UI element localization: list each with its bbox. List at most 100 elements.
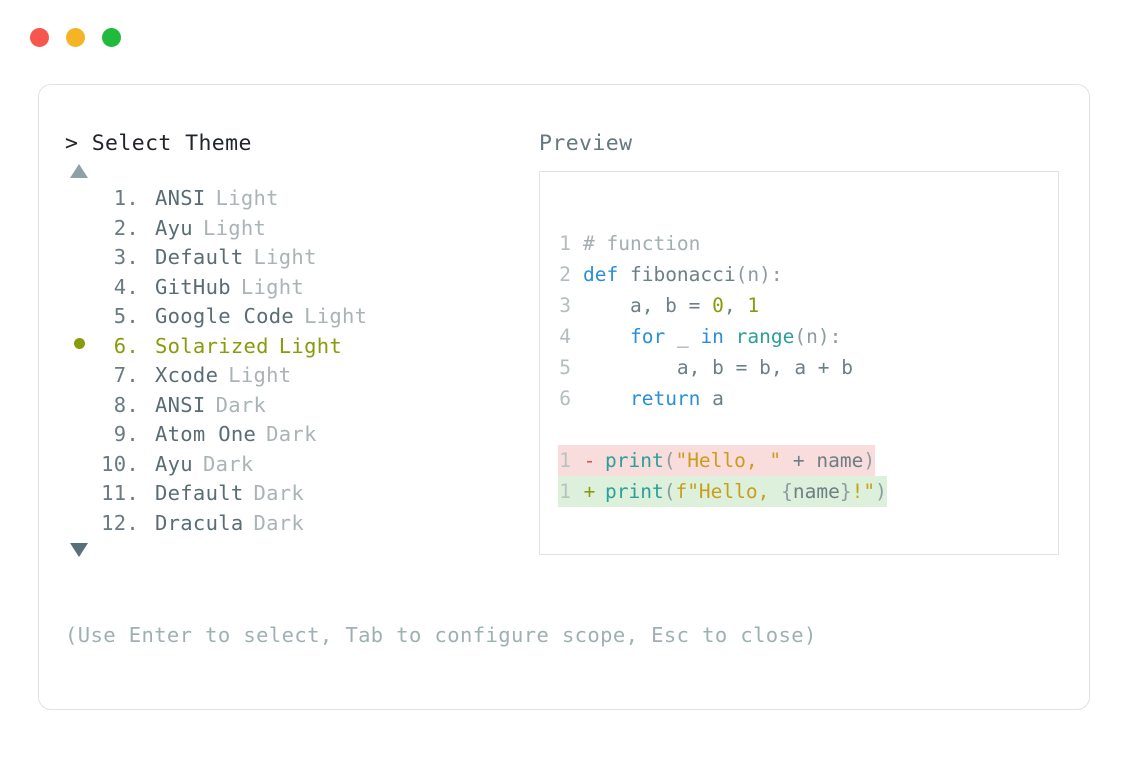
theme-item-variant: Dark (253, 481, 305, 505)
theme-item-name: ANSI (155, 186, 206, 210)
theme-item-variant: Light (228, 363, 292, 387)
code-token: # function (583, 232, 701, 255)
code-token: for (629, 325, 666, 348)
theme-item-name: Xcode (155, 363, 219, 387)
close-dot[interactable] (30, 28, 49, 47)
theme-item-gap (139, 363, 155, 387)
code-token: f"Hello, (675, 480, 782, 503)
code-token: def (583, 263, 630, 286)
theme-item-gap (139, 334, 155, 358)
theme-item-variant: Dark (253, 510, 305, 535)
scroll-up-icon[interactable] (70, 159, 90, 180)
theme-item-name: Solarized (155, 333, 269, 358)
code-token: print (605, 480, 664, 503)
selected-bullet-icon (65, 337, 93, 353)
code-token (583, 321, 630, 352)
theme-item-gap (139, 511, 155, 535)
diff-block: 1-print("Hello, " + name)1+print(f"Hello… (558, 445, 1054, 507)
code-token: 0 (712, 294, 724, 317)
code-token: print (605, 449, 664, 472)
code-token: , (723, 294, 748, 317)
selected-bullet-icon (73, 337, 85, 349)
code-token: (n): (735, 263, 783, 286)
maximize-dot[interactable] (102, 28, 121, 47)
code-token: ) (875, 480, 887, 503)
theme-item-index: 4. (113, 274, 139, 299)
code-token: name (816, 449, 864, 472)
keyboard-hint: (Use Enter to select, Tab to configure s… (65, 623, 817, 647)
theme-item-gap (139, 275, 155, 299)
theme-item-index: 12. (101, 510, 139, 535)
code-token (724, 321, 736, 352)
code-token: + (781, 449, 817, 472)
line-number: 4 (559, 325, 571, 348)
code-token: ( (663, 449, 676, 472)
theme-item-gap (139, 216, 155, 240)
theme-list-item[interactable]: 6. Solarized Light (65, 334, 535, 364)
theme-item-index: 7. (113, 363, 139, 387)
code-token: ) (863, 449, 876, 472)
line-number: 6 (559, 387, 571, 410)
line-number: 5 (559, 356, 571, 379)
window-titlebar (30, 28, 121, 47)
theme-item-variant: Light (253, 245, 317, 269)
theme-item-name: Ayu (155, 451, 193, 476)
code-token: (n): (794, 325, 842, 348)
theme-item-variant: Light (215, 186, 279, 210)
theme-item-gap (139, 452, 155, 476)
theme-list-item[interactable]: 5. Google Code Light (65, 304, 535, 334)
code-token: name (792, 480, 840, 503)
code-line: 3 a, b = 0, 1 (558, 290, 1054, 321)
diff-sign: - (583, 449, 596, 472)
theme-item-gap (139, 304, 155, 328)
theme-item-variant: Light (240, 274, 305, 299)
code-line: 1# function (558, 228, 1054, 259)
code-token: a, b = (583, 294, 713, 317)
theme-item-variant: Light (278, 333, 342, 358)
code-token (583, 383, 630, 414)
minimize-dot[interactable] (66, 28, 85, 47)
diff-line-minus: 1-print("Hello, " + name) (558, 445, 876, 476)
theme-item-variant: Dark (266, 422, 317, 446)
theme-item-index: 3. (113, 245, 139, 269)
code-token: } (839, 480, 852, 503)
theme-item-name: Google Code (155, 304, 295, 328)
code-token: fibonacci (629, 263, 736, 286)
diff-line-plus: 1+print(f"Hello, {name}!") (558, 476, 887, 507)
theme-item-gap (139, 186, 155, 210)
theme-item-index: 5. (113, 304, 139, 328)
theme-list-item[interactable]: 1. ANSI Light (65, 186, 535, 216)
code-line: 4 for _ in range(n): (558, 321, 1054, 352)
theme-item-index: 2. (113, 215, 139, 240)
theme-item-index: 10. (101, 451, 139, 476)
theme-item-index: 8. (113, 392, 139, 417)
theme-item-index: 1. (113, 186, 139, 210)
line-number: 1 (559, 449, 571, 472)
code-token: _ (665, 325, 701, 348)
code-token: "Hello, " (675, 449, 782, 472)
theme-list-item[interactable]: 7. Xcode Light (65, 363, 535, 393)
scroll-down-icon[interactable] (70, 540, 90, 561)
line-number: 1 (559, 480, 571, 503)
preview-label: Preview (539, 131, 633, 156)
code-token: return (629, 387, 701, 410)
diff-sign: + (583, 480, 596, 503)
theme-item-index: 6. (113, 333, 139, 358)
theme-item-variant: Light (304, 304, 368, 328)
page-title: > Select Theme (65, 131, 252, 156)
theme-item-index: 9. (113, 422, 139, 446)
